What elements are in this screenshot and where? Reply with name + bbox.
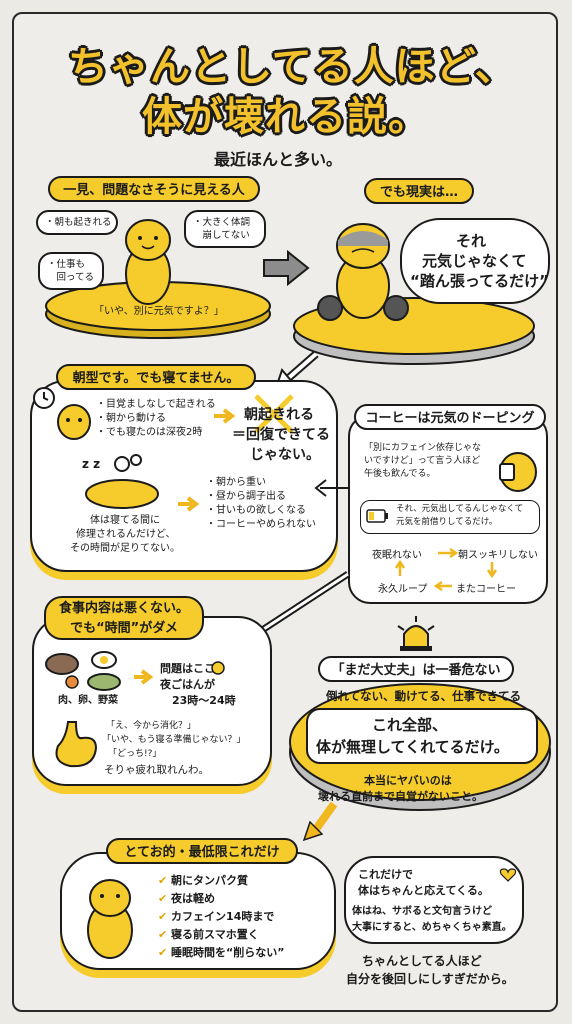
speech-line-3: “踏ん張ってるだけ” — [410, 272, 549, 290]
check-icon: ✔ — [158, 892, 172, 905]
check-icon: ✔ — [158, 874, 172, 887]
minimum-item-4: ✔ 寝る前スマホ置く — [158, 928, 259, 941]
label-meal-line-1: 食事内容は悪くない。 — [58, 601, 189, 616]
mascot-struggling — [317, 223, 409, 321]
cross-mark-icon — [254, 394, 294, 434]
battery-box — [360, 500, 540, 534]
warning-siren-icon — [397, 616, 435, 651]
yellow-platform-2 — [293, 297, 535, 365]
minimum-item-5: ✔ 睡眠時間を“削らない” — [158, 946, 285, 959]
danger-foot-1: 本当にヤバいのは — [364, 774, 452, 787]
minimum-item-3: ✔ カフェイン14時まで — [158, 910, 275, 923]
danger-foot-2: 壊れる直前まで自覚がないこと。 — [318, 790, 483, 803]
food-list: 肉、卵、野菜 — [58, 695, 118, 706]
title-line-1: ちゃんとしてる人ほど、 — [68, 44, 516, 90]
stomach-line-1: 「え、今から消化？」 — [106, 721, 197, 731]
meal-conclusion: そりゃ疲れ取れんわ。 — [104, 764, 209, 776]
speech-bubble-reality — [400, 218, 550, 304]
bubble-health: ・大きく体調 崩してない — [184, 210, 266, 248]
loop-morning: 朝スッキリしない — [458, 550, 538, 561]
speech-line-1: それ — [456, 232, 487, 250]
label-meal-line-2: でも“時間”がダメ — [70, 621, 178, 636]
title-line-2: 体が壊れる説。 — [142, 94, 429, 140]
check-icon: ✔ — [158, 910, 172, 923]
food-plate-icons — [45, 651, 121, 691]
quote-fine: 「いや、別に元気ですよ？」 — [94, 306, 224, 317]
stomach-line-2: 「いや、もう寝る準備じゃない？」 — [102, 735, 246, 745]
battery-note: それ、元気出してるんじゃなくて 元気を前借りしてるだけ。 — [396, 504, 524, 527]
loop-night: 夜眠れない — [372, 550, 422, 561]
arrow-right-small-icon — [214, 408, 236, 424]
note-line-2: 体はちゃんと応えてくる。 — [358, 884, 489, 897]
sleep-note-1: 体は寝てる間に — [90, 515, 160, 526]
coffee-note: 「別にカフェイン依存じゃな いですけど」って言う人ほど 午後も飲んでる。 — [364, 443, 482, 479]
problem-line-1: 問題はここ — [160, 662, 215, 675]
arrow-right-small-icon — [134, 669, 154, 685]
bubble-work: ・仕事も 回ってる — [38, 252, 104, 290]
effect-3: ・甘いもの欲しくなる — [206, 505, 306, 516]
label-morning: 朝型です。でも寝てません。 — [56, 364, 256, 390]
stomach-icon — [55, 721, 98, 768]
check-icon: ✔ — [158, 928, 172, 941]
label-looks-fine: 一見、問題なさそうに見える人 — [48, 176, 260, 202]
arrow-left-icon — [314, 479, 350, 497]
stomach-line-3: 「どっち!?」 — [108, 749, 162, 759]
danger-main-2: 体が無理してくれてるだけ。 — [316, 738, 509, 756]
heart-icon — [499, 868, 517, 882]
problem-line-2: 夜ごはんが — [160, 678, 215, 691]
claim-line-3: じゃない。 — [250, 447, 320, 463]
minimum-item-1: ✔ 朝にタンパク質 — [158, 874, 249, 887]
morning-check-2: ・朝から動ける — [96, 413, 166, 424]
label-danger: 「まだ大丈夫」は一番危ない — [318, 656, 514, 682]
mascot-sleeping: z z — [82, 454, 159, 509]
morning-check-1: ・目覚ましなしで起きれる — [96, 399, 216, 410]
closing-line-1: ちゃんとしてる人ほど — [362, 954, 482, 968]
mascot-happy — [125, 219, 171, 305]
morning-check-3: ・でも寝たのは深夜2時 — [96, 427, 203, 438]
mascot-cheer — [87, 879, 133, 959]
danger-subline: 倒れてない、動けてる、仕事できてる — [326, 689, 522, 703]
problem-line-3: 23時〜24時 — [172, 694, 236, 707]
minimum-item-2: ✔ 夜は軽め — [158, 892, 216, 905]
subtitle: 最近ほんと多い。 — [214, 150, 343, 169]
sleep-note-2: 修理されるんだけど、 — [76, 529, 176, 540]
sleep-note-3: その時間が足りてない。 — [70, 543, 180, 554]
note-line-4: 大事にすると、めちゃくちゃ素直。 — [352, 922, 512, 933]
note-line-1: これだけで — [358, 868, 413, 881]
claim-line-1: 朝起きれる — [244, 407, 314, 423]
arrow-right-icon — [263, 249, 310, 287]
closing-line-2: 自分を後回しにしすぎだから。 — [346, 972, 514, 986]
yellow-platform-1 — [45, 281, 271, 339]
label-reality: でも現実は… — [364, 178, 474, 204]
svg-text:z z: z z — [82, 457, 100, 471]
claim-line-2: ＝回復できてる — [232, 427, 330, 443]
label-meal: 食事内容は悪くない。 でも“時間”がダメ — [44, 596, 204, 640]
effect-2: ・昼から調子出る — [206, 491, 286, 502]
note-line-3: 体はね、サボると文句言うけど — [352, 906, 492, 917]
label-coffee: コーヒーは元気のドーピング — [354, 404, 546, 430]
effect-4: ・コーヒーやめられない — [206, 519, 316, 530]
bubble-wake: ・朝も起きれる — [36, 210, 118, 235]
clock-icon — [33, 387, 55, 409]
danger-main-box — [306, 708, 538, 764]
pointing-hand-icon — [211, 661, 225, 675]
loop-coffee: またコーヒー — [456, 584, 516, 595]
mascot-drinking — [499, 452, 537, 492]
arrow-right-small-icon — [178, 496, 200, 512]
check-icon: ✔ — [158, 946, 172, 959]
loop-arrows — [394, 547, 498, 592]
speech-line-2: 元気じゃなくて — [422, 252, 527, 270]
mascot-peek — [57, 404, 91, 440]
effect-1: ・朝から重い — [206, 477, 266, 488]
note-bubble — [344, 856, 524, 944]
battery-low-icon — [366, 509, 388, 523]
label-minimum: とてお的・最低限これだけ — [106, 838, 298, 864]
loop-forever: 永久ループ — [378, 584, 428, 595]
danger-main-1: これ全部、 — [372, 716, 448, 734]
arrow-down-left-icon — [302, 801, 338, 842]
